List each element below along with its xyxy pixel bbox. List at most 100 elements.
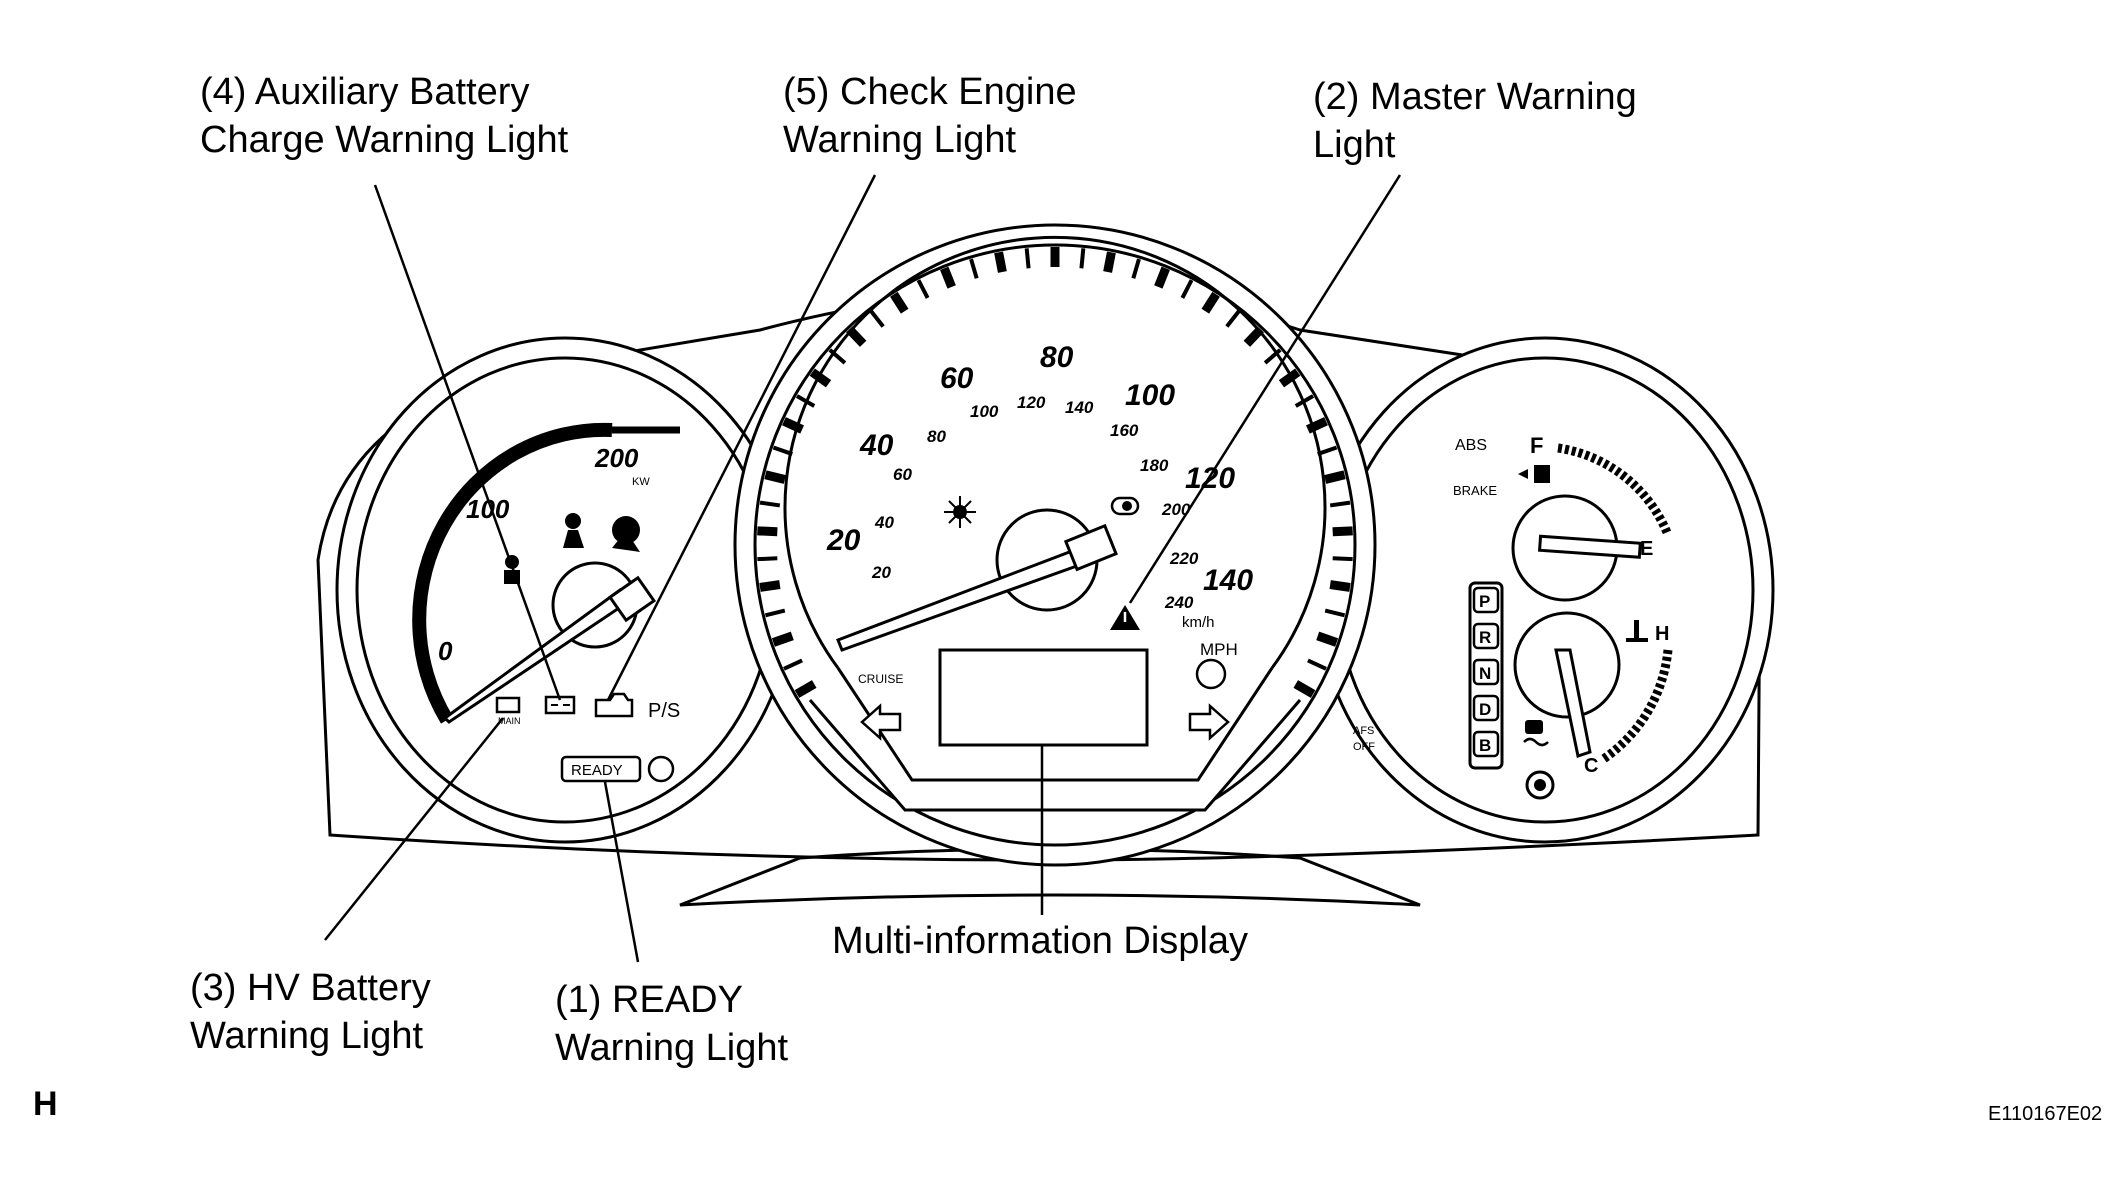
speedometer-tick-mark [890,291,909,314]
ready-indicator-box [560,755,642,783]
kmh-tick-80: 80 [927,427,946,446]
callout-master-warning-line1: (2) Master Warning [1313,76,1637,118]
fuel-full-label: F [1530,433,1543,458]
kmh-tick-160: 160 [1110,421,1139,440]
fuel-pump-icon [1518,465,1550,483]
speedometer-tick-mark [759,580,781,592]
mph-tick-120: 120 [1185,462,1235,495]
speedometer-lamp [1195,658,1227,690]
abs-indicator: ABS [1455,437,1487,454]
shift-indicator-frame [1468,581,1504,770]
power-tick-200: 200 [594,443,639,473]
mph-tick-40: 40 [859,429,894,462]
speedometer-tick-mark [794,680,817,698]
multi-information-display [938,648,1149,747]
kmh-tick-200: 200 [1161,500,1191,519]
temperature-scale-band [1599,649,1673,764]
speedometer-tick-mark [1103,251,1116,273]
gear-n: N [1479,664,1491,683]
speedometer-tick-mark [772,445,793,456]
speedometer-tick-mark [940,266,956,289]
speedometer-tick-mark [1317,445,1338,456]
speedometer-tick-mark [1278,368,1301,388]
gear-p: P [1479,592,1490,611]
speedometer-tick-mark [1307,658,1327,671]
speedometer-bottom-cut [808,699,1302,812]
slip-indicator-icon [1523,720,1549,747]
speedometer-tick-mark [1329,580,1351,592]
speedometer-tick-mark [1332,556,1353,562]
callout-check-engine-line1: (5) Check Engine [783,71,1077,113]
leader-line-aux-battery [373,184,562,701]
callout-aux-battery-line1: (4) Auxiliary Battery [200,71,530,113]
mph-tick-80: 80 [1040,341,1074,374]
mph-tick-100: 100 [1125,379,1175,412]
callout-master-warning-line2: Light [1313,124,1396,166]
callout-ready-line1: (1) READY [555,979,743,1021]
callout-ready-line2: Warning Light [555,1027,789,1069]
temperature-needle [1554,648,1592,758]
callout-multi-info-line1: Multi-information Display [832,920,1249,962]
parking-brake-icon [1525,770,1555,800]
fuel-empty-label: E [1640,538,1653,560]
gear-d: D [1479,700,1491,719]
callout-hv-battery-line2: Warning Light [190,1015,424,1057]
callout-multi-info: Multi-information Display [832,917,1248,965]
speedometer-tick-mark [1243,326,1264,347]
leader-line-ready [603,781,640,963]
callout-aux-battery: (4) Auxiliary Battery Charge Warning Lig… [200,68,568,164]
speedometer-tick-mark [1154,266,1170,289]
speedometer-tick-mark [1324,608,1346,618]
temperature-hot-label: H [1655,623,1669,645]
speedometer-tick-mark [1263,348,1282,365]
speedometer-tick-mark [1294,394,1315,408]
check-engine-icon [594,692,634,718]
afs-off-indicator-line1: AFS [1353,725,1374,737]
gear-r: R [1479,628,1491,647]
speedometer-tick-mark [782,417,804,434]
callout-check-engine: (5) Check Engine Warning Light [783,68,1077,164]
speedometer-tick-ring [757,247,1353,698]
power-tick-0: 0 [438,636,453,666]
callout-hv-battery: (3) HV Battery Warning Light [190,964,431,1060]
hv-battery-main-label: MAIN [498,716,521,726]
kmh-tick-20: 20 [871,563,891,582]
kmh-tick-240: 240 [1164,593,1194,612]
callout-hv-battery-line1: (3) HV Battery [190,967,431,1009]
afs-off-indicator-line2: OFF [1353,741,1375,753]
leader-line-hv-battery [324,717,504,941]
mph-tick-60: 60 [940,362,974,395]
power-meter-needle-cap [607,575,657,623]
left-turn-signal-icon [860,703,902,741]
callout-ready: (1) READY Warning Light [555,976,788,1072]
sun-indicator-icon [944,496,976,528]
fuel-needle [1537,534,1642,559]
speedometer-tick-mark [1201,291,1220,314]
mph-unit-label: MPH [1200,640,1238,659]
corner-left-mark: H [33,1085,58,1123]
speedometer-tick-mark [1131,258,1141,279]
ready-indicator: READY [571,762,623,779]
power-meter-scale-band [412,422,613,724]
speedometer-tick-mark [795,394,816,408]
kmh-tick-220: 220 [1169,549,1199,568]
ready-indicator-lamp [647,755,675,783]
speedometer-tick-mark [1306,417,1328,434]
airbag-icon [612,516,640,552]
figure-code: E110167E02 [1988,1103,2103,1125]
speedometer-tick-mark [764,608,786,618]
speedometer-tick-mark [771,631,794,647]
brake-indicator: BRAKE [1453,483,1497,498]
fuel-scale-band [1557,443,1673,537]
passenger-seatbelt-icon [563,513,584,548]
speedometer-tick-mark [969,258,979,279]
kmh-tick-60: 60 [893,465,912,484]
speedometer-tick-mark [846,326,867,347]
mph-tick-140: 140 [1203,564,1253,597]
cruise-indicator: CRUISE [858,672,903,686]
kmh-unit-label: km/h [1182,614,1215,631]
speedometer-gauge: 20 40 60 80 100 120 140 20 40 60 80 100 … [733,223,1377,867]
speedometer-tick-mark [1079,248,1086,269]
